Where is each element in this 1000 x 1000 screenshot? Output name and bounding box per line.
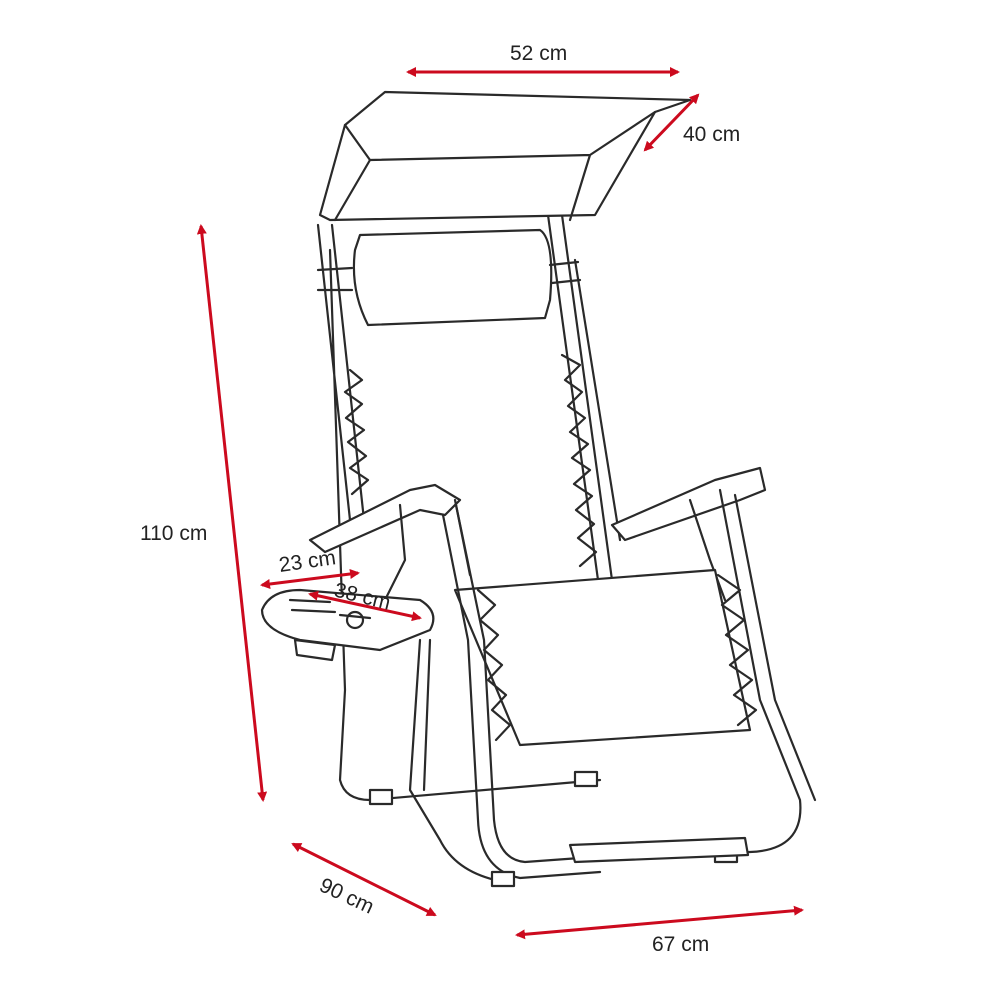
chair-drawing	[260, 90, 817, 888]
foot-cap-1	[368, 788, 394, 806]
foot-rest-bar	[568, 836, 750, 864]
table-depth-arrow	[308, 590, 422, 622]
table-width-arrow	[260, 569, 360, 589]
armrest-support	[383, 498, 472, 602]
width-arrow	[515, 905, 804, 940]
headrest-strap	[316, 260, 582, 292]
back-laces-right	[560, 353, 598, 568]
foot-cap-3	[490, 870, 516, 888]
back-frame-right	[546, 213, 622, 582]
table-width-label: 23 cm	[277, 546, 337, 577]
headrest-pillow	[352, 228, 553, 327]
left-armrest	[308, 483, 462, 554]
canopy-width-label: 52 cm	[510, 42, 567, 65]
seat	[453, 568, 752, 747]
depth-arrow	[291, 842, 437, 917]
dimension-arrows	[196, 67, 804, 940]
right-armrest	[610, 466, 767, 542]
rear-crossbar	[408, 638, 497, 882]
canopy-depth-arrow	[643, 93, 700, 152]
height-arrow	[196, 224, 268, 802]
canopy-depth-label: 40 cm	[683, 123, 740, 146]
foot-cap-2	[573, 770, 599, 788]
side-table-box	[293, 638, 337, 662]
canopy-front-edge	[333, 110, 657, 222]
front-leg	[438, 498, 602, 880]
seat-laces-left	[476, 588, 512, 742]
seat-laces-right	[716, 573, 758, 727]
back-laces-left	[343, 368, 370, 496]
width-label: 67 cm	[652, 933, 709, 956]
right-frame	[578, 488, 817, 862]
height-label: 110 cm	[140, 522, 207, 545]
